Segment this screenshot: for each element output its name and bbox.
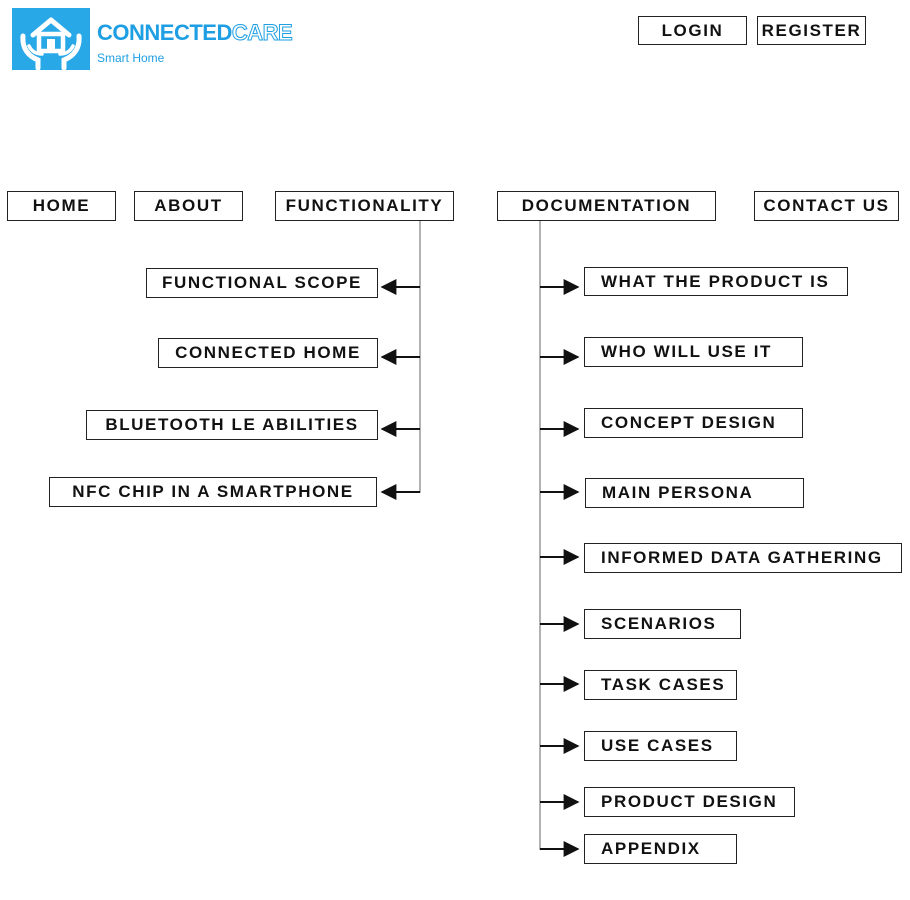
documentation-item-main-persona[interactable]: MAIN PERSONA: [585, 478, 804, 508]
documentation-item-scenarios[interactable]: SCENARIOS: [584, 609, 741, 639]
nav-about[interactable]: ABOUT: [134, 191, 243, 221]
nav-home[interactable]: HOME: [7, 191, 116, 221]
documentation-item-what-the-product-is[interactable]: WHAT THE PRODUCT IS: [584, 267, 848, 296]
login-button[interactable]: LOGIN: [638, 16, 747, 45]
brand-name: CONNECTEDCARE: [97, 20, 293, 46]
logo-badge[interactable]: [12, 8, 90, 71]
documentation-item-informed-data-gathering[interactable]: INFORMED DATA GATHERING: [584, 543, 902, 573]
brand-name-part2: CARE: [231, 20, 293, 46]
documentation-item-appendix[interactable]: APPENDIX: [584, 834, 737, 864]
home-in-hands-icon: [20, 17, 82, 71]
documentation-item-product-design[interactable]: PRODUCT DESIGN: [584, 787, 795, 817]
brand-name-part1: CONNECTED: [97, 20, 232, 45]
functionality-item-nfc-chip[interactable]: NFC CHIP IN A SMARTPHONE: [49, 477, 377, 507]
register-button[interactable]: REGISTER: [757, 16, 866, 45]
brand-tagline: Smart Home: [97, 51, 165, 65]
documentation-item-who-will-use-it[interactable]: WHO WILL USE IT: [584, 337, 803, 367]
functionality-item-connected-home[interactable]: CONNECTED HOME: [158, 338, 378, 368]
documentation-item-use-cases[interactable]: USE CASES: [584, 731, 737, 761]
functionality-item-functional-scope[interactable]: FUNCTIONAL SCOPE: [146, 268, 378, 298]
documentation-item-task-cases[interactable]: TASK CASES: [584, 670, 737, 700]
nav-documentation[interactable]: DOCUMENTATION: [497, 191, 716, 221]
functionality-item-bluetooth-le[interactable]: BLUETOOTH LE ABILITIES: [86, 410, 378, 440]
nav-contact-us[interactable]: CONTACT US: [754, 191, 899, 221]
nav-functionality[interactable]: FUNCTIONALITY: [275, 191, 454, 221]
documentation-item-concept-design[interactable]: CONCEPT DESIGN: [584, 408, 803, 438]
